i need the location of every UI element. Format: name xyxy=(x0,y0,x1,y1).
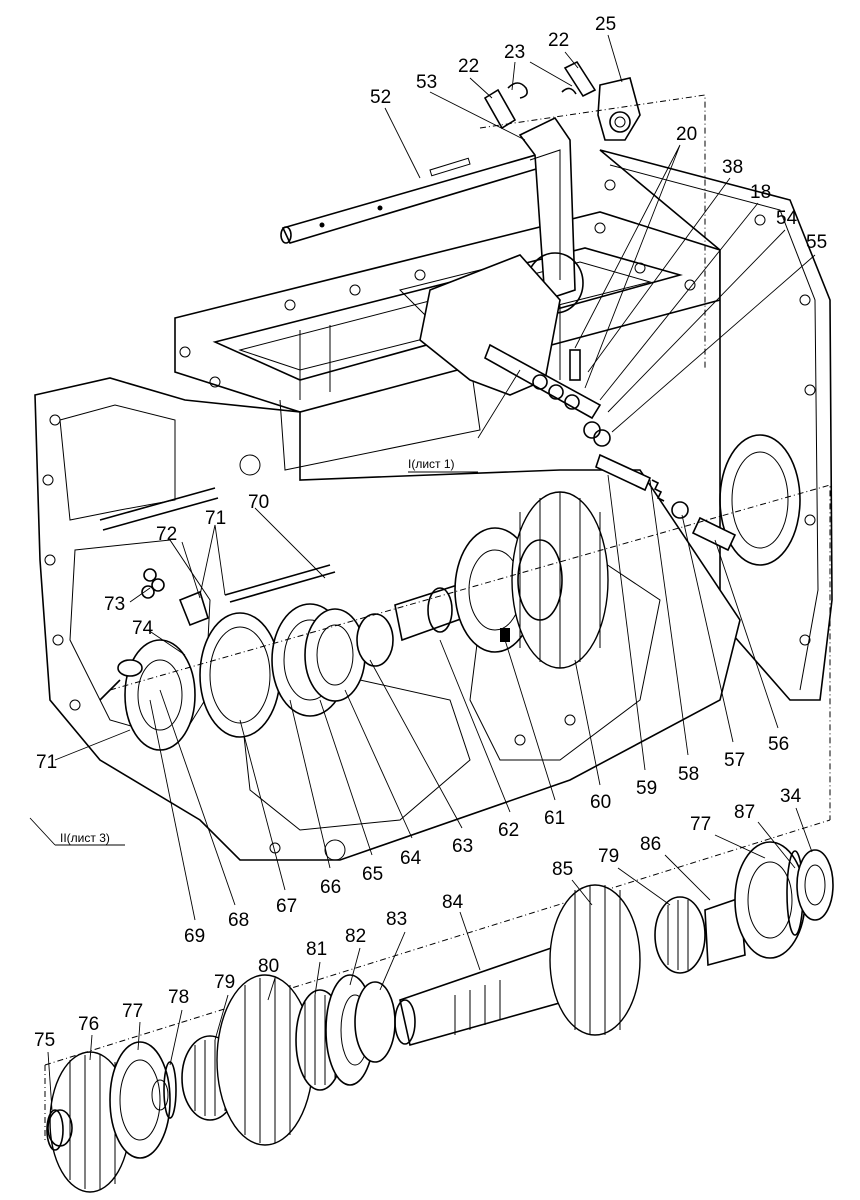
callout-label: 64 xyxy=(400,848,422,869)
callout-label: 71 xyxy=(36,752,57,773)
callout-label: 34 xyxy=(780,786,802,807)
callout-label: 52 xyxy=(370,87,391,108)
leader-lines xyxy=(29,34,816,1111)
callout-label: 58 xyxy=(678,764,699,785)
callout-label: 25 xyxy=(595,14,616,35)
callout-label: 81 xyxy=(306,939,327,960)
callout-label: 85 xyxy=(552,859,573,880)
rocker-shaft-assembly xyxy=(419,254,611,447)
callout-label: 72 xyxy=(156,524,177,545)
callout-label: 82 xyxy=(345,926,366,947)
callout-label: 77 xyxy=(122,1001,143,1022)
callout-label: 59 xyxy=(636,778,657,799)
callout-label: 75 xyxy=(34,1030,55,1051)
callout-labels: 22 25 23 22 53 52 20 38 18 54 55 70 72 7… xyxy=(34,14,827,1051)
callout-label: 18 xyxy=(750,182,771,203)
callout-label: 62 xyxy=(498,820,519,841)
callout-label: 79 xyxy=(214,972,235,993)
callout-label: 22 xyxy=(458,56,479,77)
lower-shaft-assembly xyxy=(44,819,834,1193)
callout-label: 63 xyxy=(452,836,473,857)
sheet-references: I(лист 1) II(лист 3) xyxy=(60,457,455,845)
detent-parts-55-59 xyxy=(595,453,737,552)
callout-label: 56 xyxy=(768,734,789,755)
callout-label: 74 xyxy=(132,618,154,639)
pins-22 xyxy=(483,60,597,130)
callout-label: 87 xyxy=(734,802,755,823)
sheet-ref-1: I(лист 1) xyxy=(408,457,455,471)
callout-label: 76 xyxy=(78,1014,99,1035)
callout-label: 22 xyxy=(548,30,569,51)
callout-label: 83 xyxy=(386,909,407,930)
shift-fork-25 xyxy=(597,77,641,141)
callout-label: 60 xyxy=(590,792,611,813)
callout-label: 73 xyxy=(104,594,125,615)
callout-label: 86 xyxy=(640,834,661,855)
callout-label: 79 xyxy=(598,846,619,867)
callout-label: 69 xyxy=(184,926,205,947)
callout-label: 67 xyxy=(276,896,297,917)
callout-label: 54 xyxy=(776,208,798,229)
callout-label: 84 xyxy=(442,892,464,913)
gearbox-housing xyxy=(34,149,833,861)
shaft-60-62 xyxy=(394,491,609,669)
callout-label: 55 xyxy=(806,232,827,253)
callout-label: 38 xyxy=(722,157,743,178)
callout-label: 70 xyxy=(248,492,269,513)
callout-label: 77 xyxy=(690,814,711,835)
callout-label: 65 xyxy=(362,864,383,885)
callout-label: 80 xyxy=(258,956,279,977)
shift-rod-52 xyxy=(280,147,568,244)
callout-label: 57 xyxy=(724,750,745,771)
center-lines xyxy=(44,94,831,1140)
sheet-ref-3: II(лист 3) xyxy=(60,831,110,845)
callout-label: 20 xyxy=(676,124,697,145)
callout-label: 23 xyxy=(504,42,525,63)
callout-label: 78 xyxy=(168,987,189,1008)
flange-bolt-holes xyxy=(42,179,816,861)
callout-label: 53 xyxy=(416,72,437,93)
callout-label: 68 xyxy=(228,910,249,931)
callout-label: 61 xyxy=(544,808,565,829)
callout-label: 71 xyxy=(205,508,226,529)
callout-label: 66 xyxy=(320,877,341,898)
cotter-pins-23 xyxy=(507,82,577,99)
oil-pump-assembly xyxy=(99,564,394,751)
